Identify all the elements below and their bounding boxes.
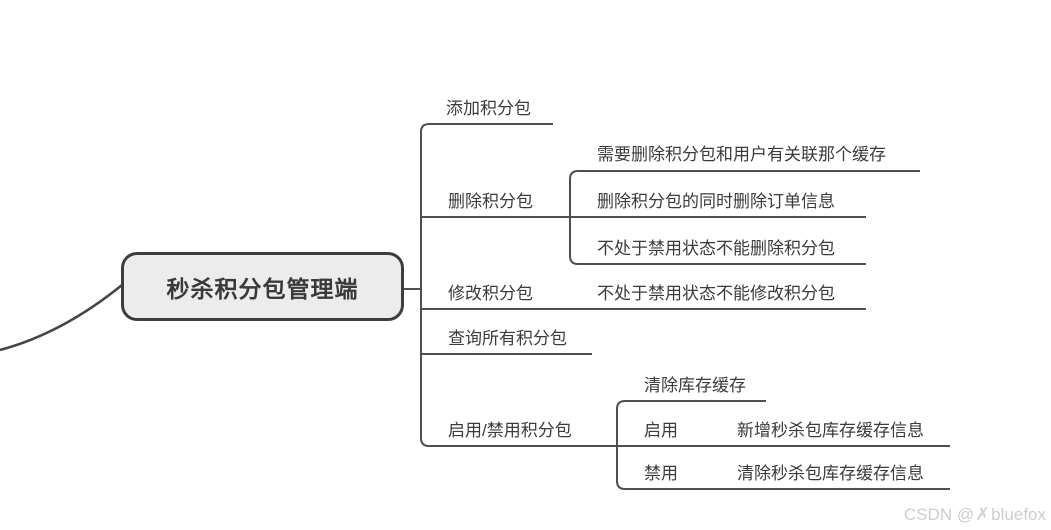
parent-branch-curve	[0, 283, 123, 352]
main-spine	[420, 123, 617, 447]
toggle-child-enable[interactable]: 启用	[644, 421, 678, 440]
toggle-child-disable[interactable]: 禁用	[644, 464, 678, 483]
disable-detail-note[interactable]: 清除秒杀包库存缓存信息	[737, 464, 924, 483]
delete-child-order-note[interactable]: 删除积分包的同时删除订单信息	[597, 192, 835, 211]
csdn-watermark: CSDN @ ✗ bluefox	[904, 504, 1046, 525]
branch-modify-package[interactable]: 修改积分包	[448, 284, 533, 303]
enable-detail-note[interactable]: 新增秒杀包库存缓存信息	[737, 421, 924, 440]
watermark-username: bluefox	[991, 504, 1046, 524]
branch-add-package[interactable]: 添加积分包	[446, 99, 531, 118]
modify-child-status-note[interactable]: 不处于禁用状态不能修改积分包	[597, 284, 835, 303]
root-node-label: 秒杀积分包管理端	[166, 275, 359, 302]
branch-delete-package[interactable]: 删除积分包	[448, 192, 533, 211]
delete-child-status-note[interactable]: 不处于禁用状态不能删除积分包	[597, 239, 835, 258]
bluefox-logo-icon: ✗	[975, 504, 991, 524]
delete-child-cache-note[interactable]: 需要删除积分包和用户有关联那个缓存	[597, 145, 886, 164]
toggle-child-clear-cache[interactable]: 清除库存缓存	[644, 376, 746, 395]
watermark-prefix: CSDN @	[903, 504, 975, 524]
root-node[interactable]: 秒杀积分包管理端	[121, 252, 404, 321]
branch-toggle-package[interactable]: 启用/禁用积分包	[448, 421, 572, 440]
branch-query-all-packages[interactable]: 查询所有积分包	[448, 329, 567, 348]
